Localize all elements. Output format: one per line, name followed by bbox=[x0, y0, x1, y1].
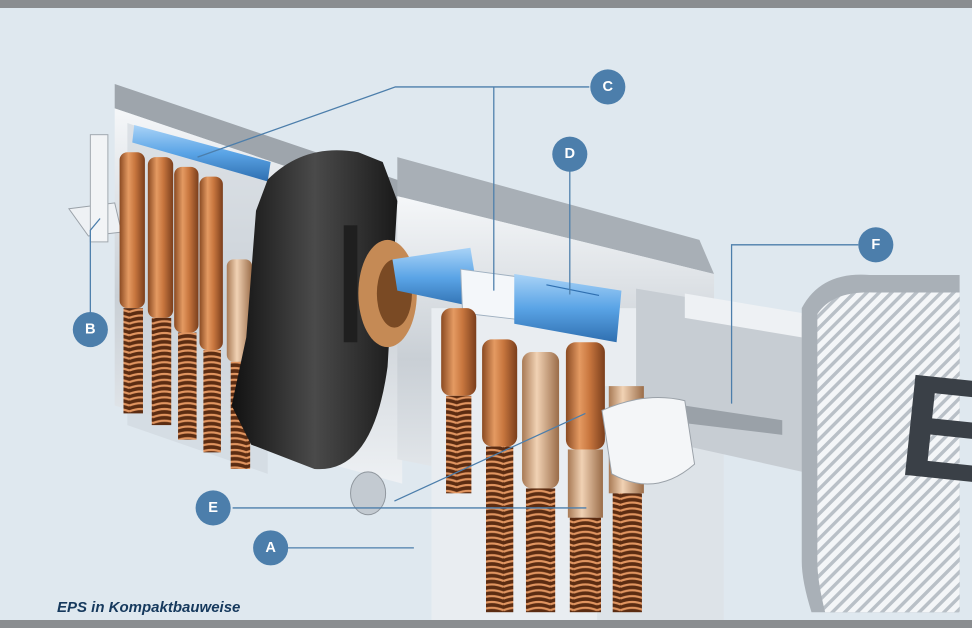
slider-upper bbox=[132, 124, 271, 182]
figure-caption: EPS in Kompaktbauweise bbox=[57, 599, 241, 616]
slider-profile bbox=[392, 247, 622, 343]
key: EPS bbox=[636, 274, 972, 613]
key-bow-logo: EPS bbox=[892, 343, 972, 536]
callout-b: B bbox=[72, 312, 108, 348]
front-clip bbox=[601, 397, 696, 485]
cam bbox=[231, 150, 417, 470]
callout-d: D bbox=[552, 136, 588, 172]
callout-a-label: A bbox=[265, 540, 276, 556]
callout-c: C bbox=[590, 69, 626, 105]
callout-f: F bbox=[858, 227, 894, 263]
callout-b-label: B bbox=[85, 322, 96, 338]
callout-d-label: D bbox=[565, 146, 576, 162]
callout-f-label: F bbox=[871, 237, 880, 253]
leader-b bbox=[89, 218, 101, 320]
callout-e-label: E bbox=[208, 500, 218, 516]
cylinder-cutaway-illustration: EPS bbox=[68, 69, 972, 620]
callout-a: A bbox=[253, 530, 289, 566]
pin-stack-left bbox=[119, 152, 253, 469]
leader-f bbox=[730, 244, 859, 404]
callout-c-label: C bbox=[603, 79, 614, 95]
housing-hole bbox=[350, 471, 387, 516]
callout-e: E bbox=[195, 490, 231, 526]
leader-e-2 bbox=[394, 412, 586, 502]
housing-clip bbox=[68, 134, 123, 243]
leader-lines bbox=[89, 86, 859, 549]
pin-stack-right bbox=[441, 308, 644, 613]
leader-c-1 bbox=[197, 86, 590, 158]
